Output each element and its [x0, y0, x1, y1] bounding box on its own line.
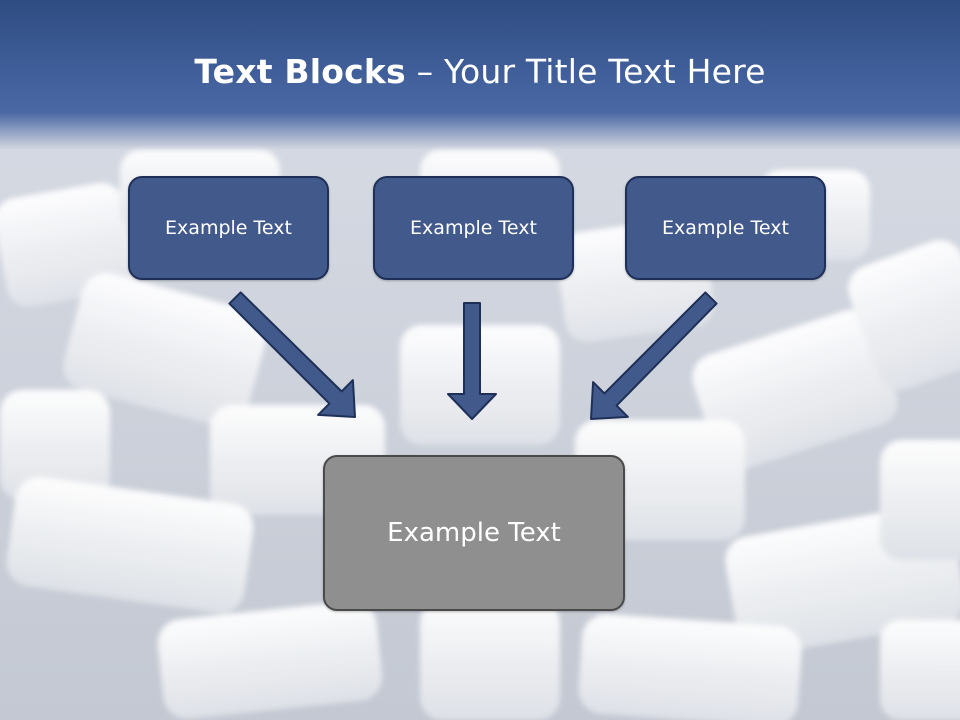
- arrow-middle-down: [447, 302, 497, 420]
- title-bold: Text Blocks: [194, 52, 406, 91]
- center-text-block[interactable]: Example Text: [323, 455, 625, 611]
- text-block-1-label: Example Text: [165, 217, 292, 239]
- center-text-block-label: Example Text: [387, 518, 561, 548]
- text-block-3-label: Example Text: [662, 217, 789, 239]
- arrow-left-diagonal: [228, 291, 356, 418]
- title-band: [0, 0, 960, 150]
- text-block-3[interactable]: Example Text: [625, 176, 826, 280]
- title-rest: Your Title Text Here: [443, 52, 766, 91]
- text-block-2-label: Example Text: [410, 217, 537, 239]
- arrow-right-diagonal: [590, 291, 718, 420]
- text-block-2[interactable]: Example Text: [373, 176, 574, 280]
- text-block-1[interactable]: Example Text: [128, 176, 329, 280]
- title-separator: –: [405, 52, 444, 91]
- slide-title: Text Blocks – Your Title Text Here: [0, 52, 960, 91]
